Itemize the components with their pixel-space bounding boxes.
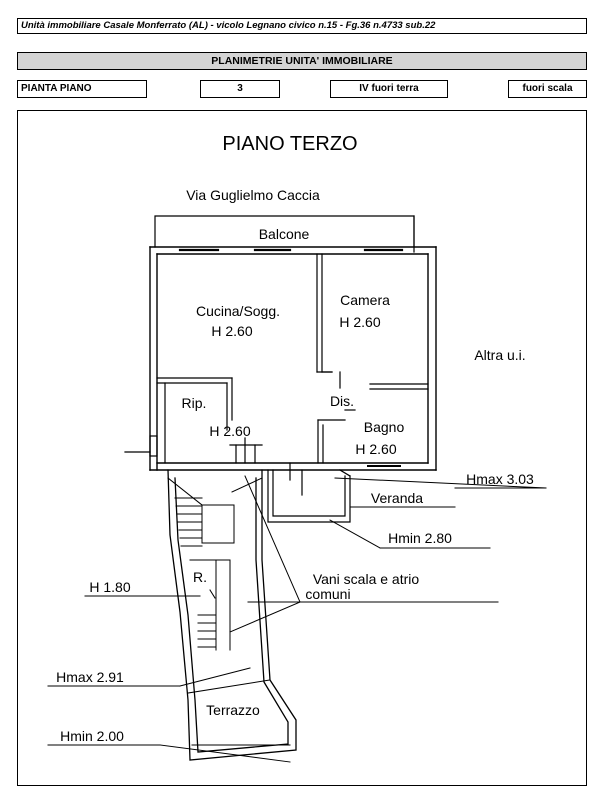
rip-label: Rip. [182, 395, 207, 411]
pianta-piano-label: PIANTA PIANO [17, 80, 147, 98]
r-label: R. [193, 569, 207, 585]
floor-title: PIANO TERZO [222, 133, 357, 155]
bagno-label: Bagno [364, 419, 405, 435]
balcone-label: Balcone [259, 226, 310, 242]
veranda-label: Veranda [371, 490, 423, 506]
vani-scala-label: Vani scala e atrio [313, 571, 420, 587]
hmin-280-label: Hmin 2.80 [388, 530, 452, 546]
comuni-label: comuni [305, 586, 350, 602]
unit-info-header: Unità immobiliare Casale Monferrato (AL)… [17, 18, 587, 34]
dis-label: Dis. [330, 393, 354, 409]
rip-height: H 2.60 [209, 423, 250, 439]
hmax-291-label: Hmax 2.91 [56, 669, 124, 685]
planimetrie-title-bar: PLANIMETRIE UNITA' IMMOBILIARE [17, 52, 587, 70]
apartment-walls [149, 246, 437, 471]
street-label: Via Guglielmo Caccia [186, 187, 320, 203]
hmin-200-label: Hmin 2.00 [60, 728, 124, 744]
camera-label: Camera [340, 292, 390, 308]
floor-number: 3 [200, 80, 280, 98]
bagno-height: H 2.60 [355, 441, 396, 457]
floor-description: IV fuori terra [330, 80, 448, 98]
stairwell-outline [167, 469, 297, 761]
leader-lines [47, 475, 547, 763]
stair-treads [167, 477, 291, 746]
altra-ui-label: Altra u.i. [474, 347, 525, 363]
hmax-303-label: Hmax 3.03 [466, 471, 534, 487]
cucina-label: Cucina/Sogg. [196, 303, 280, 319]
plan-frame [17, 110, 587, 786]
terrazzo-label: Terrazzo [206, 702, 260, 718]
camera-height: H 2.60 [339, 314, 380, 330]
balcony-outline [154, 215, 415, 253]
h-180-label: H 1.80 [89, 579, 130, 595]
cucina-height: H 2.60 [211, 323, 252, 339]
unit-info-text: Unità immobiliare Casale Monferrato (AL)… [21, 20, 436, 31]
interior-partitions [156, 253, 429, 496]
scale-note: fuori scala [508, 80, 587, 98]
veranda-outline [267, 469, 351, 523]
left-wall-detail [124, 435, 158, 457]
